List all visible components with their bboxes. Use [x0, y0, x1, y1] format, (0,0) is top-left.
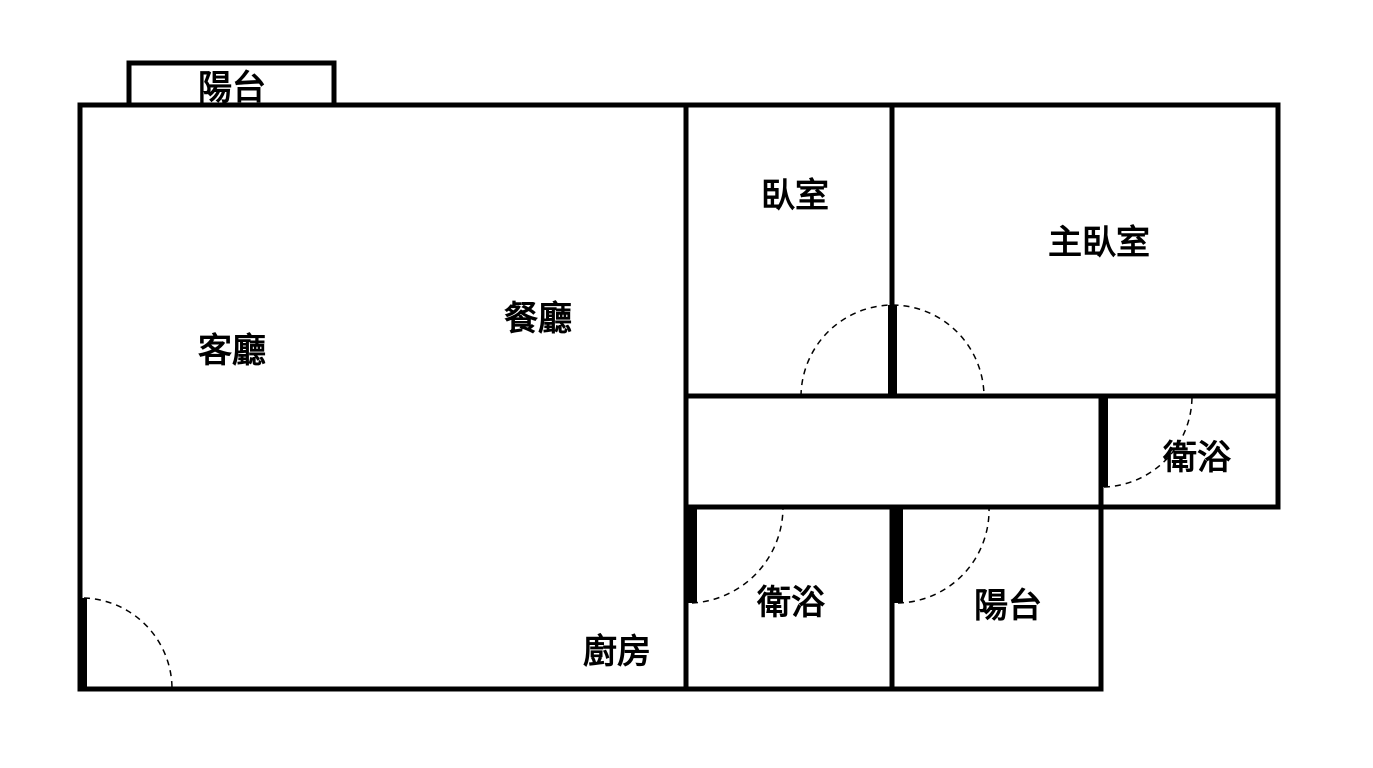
bathroom-right-door-swing: [1103, 395, 1193, 488]
bedroom-label: 臥室: [761, 176, 829, 216]
balcony-bottom-outline: [889, 504, 1104, 692]
bedroom-door-swing: [800, 304, 985, 397]
bedroom-door-leaf: [888, 305, 897, 396]
dining-room-label: 餐廳: [504, 299, 572, 339]
bathroom-bottom-door-leaf: [688, 507, 697, 603]
balcony-bottom-door-leaf: [894, 507, 903, 603]
balcony-bottom-label: 陽台: [974, 586, 1042, 626]
entry-door-swing: [83, 597, 173, 690]
bathroom-bottom-label: 衛浴: [756, 583, 826, 623]
living-dining-kitchen-outline: [77, 102, 689, 692]
bathroom-right-label: 衛浴: [1162, 438, 1232, 478]
living-room-label: 客廳: [198, 331, 266, 371]
kitchen-label: 廚房: [583, 632, 651, 672]
bedroom-outline: [683, 102, 895, 399]
corridor-outline: [683, 393, 1104, 510]
master-bedroom-label: 主臥室: [1048, 223, 1150, 263]
balcony-top-label: 陽台: [198, 68, 266, 108]
entry-door-leaf: [78, 598, 87, 689]
bathroom-bottom-door-swing: [691, 506, 784, 604]
bathroom-right-door-leaf: [1099, 396, 1108, 487]
